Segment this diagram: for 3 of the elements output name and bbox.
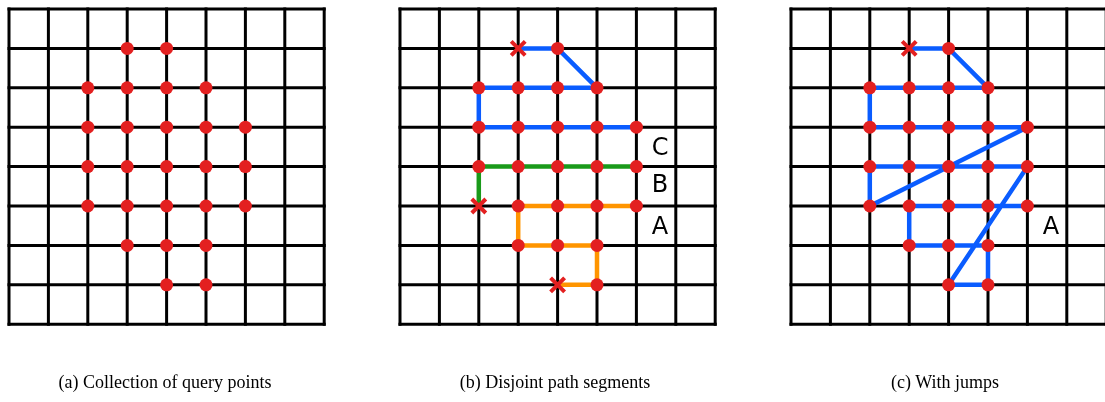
panel-caption: (c) With jumps — [891, 372, 999, 393]
panel-caption: (b) Disjoint path segments — [459, 372, 651, 393]
panel-caption: (a) Collection of query points — [58, 372, 272, 393]
